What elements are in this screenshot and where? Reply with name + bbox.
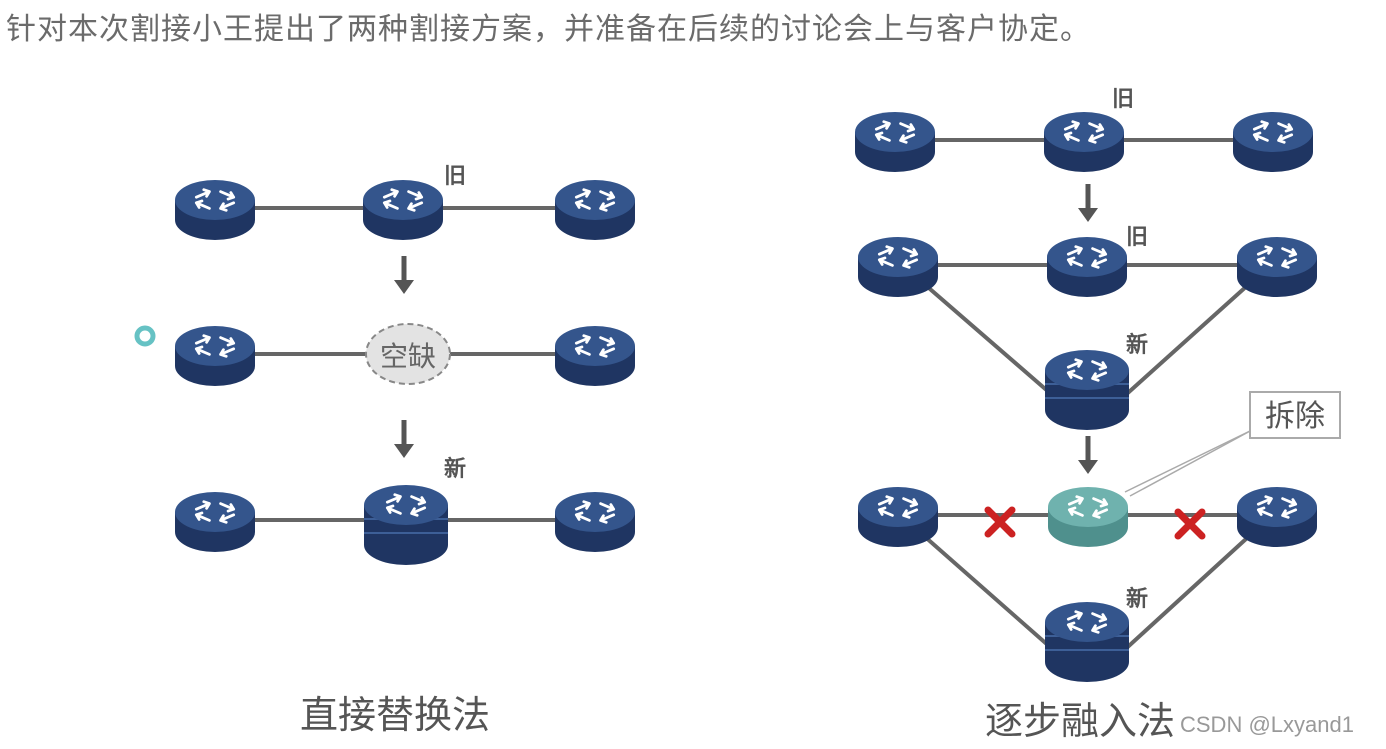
cut-mark-icon: [984, 506, 1016, 538]
router-old-icon: [1044, 112, 1124, 172]
old-label: 旧: [444, 164, 466, 189]
router-icon: [175, 180, 255, 240]
router-icon: [555, 180, 635, 240]
router-icon: [855, 112, 935, 172]
page-title: 针对本次割接小王提出了两种割接方案，并准备在后续的讨论会上与客户协定。: [6, 12, 1091, 47]
link-line: [1118, 526, 1260, 656]
new-label: 新: [444, 456, 466, 482]
router-new-icon: [1045, 602, 1129, 682]
remove-callout-label: 拆除: [1265, 399, 1325, 434]
remove-callout: 拆除: [1124, 391, 1341, 497]
router-new-icon: [364, 485, 448, 565]
vacancy-placeholder: [365, 323, 451, 385]
router-icon: [555, 492, 635, 552]
old-label: 旧: [1112, 87, 1134, 112]
new-label: 新: [1126, 586, 1148, 612]
cursor-ring-icon: [134, 325, 156, 347]
right-caption: 逐步融入法: [985, 699, 1175, 743]
router-icon: [858, 237, 938, 297]
link-line: [1118, 274, 1260, 402]
down-arrow-icon: [1078, 436, 1098, 474]
watermark: CSDN @Lxyand1: [1180, 712, 1354, 737]
down-arrow-icon: [394, 420, 414, 458]
new-label: 新: [1126, 332, 1148, 358]
router-icon: [175, 492, 255, 552]
router-icon: [175, 326, 255, 386]
left-caption: 直接替换法: [300, 693, 490, 737]
router-icon: [1237, 487, 1317, 547]
router-old-icon: [363, 180, 443, 240]
down-arrow-icon: [394, 256, 414, 294]
router-icon: [1237, 237, 1317, 297]
router-removed-icon: [1048, 487, 1128, 547]
old-label: 旧: [1126, 225, 1148, 250]
down-arrow-icon: [1078, 184, 1098, 222]
left-scheme: 旧 空缺: [134, 164, 635, 737]
router-icon: [1233, 112, 1313, 172]
link-line: [913, 274, 1060, 402]
router-icon: [858, 487, 938, 547]
router-icon: [555, 326, 635, 386]
vacancy-label: 空缺: [380, 340, 436, 373]
link-line: [913, 526, 1060, 656]
router-new-icon: [1045, 350, 1129, 430]
right-scheme: 旧 旧: [855, 87, 1341, 743]
cut-mark-icon: [1174, 508, 1206, 540]
router-old-icon: [1047, 237, 1127, 297]
